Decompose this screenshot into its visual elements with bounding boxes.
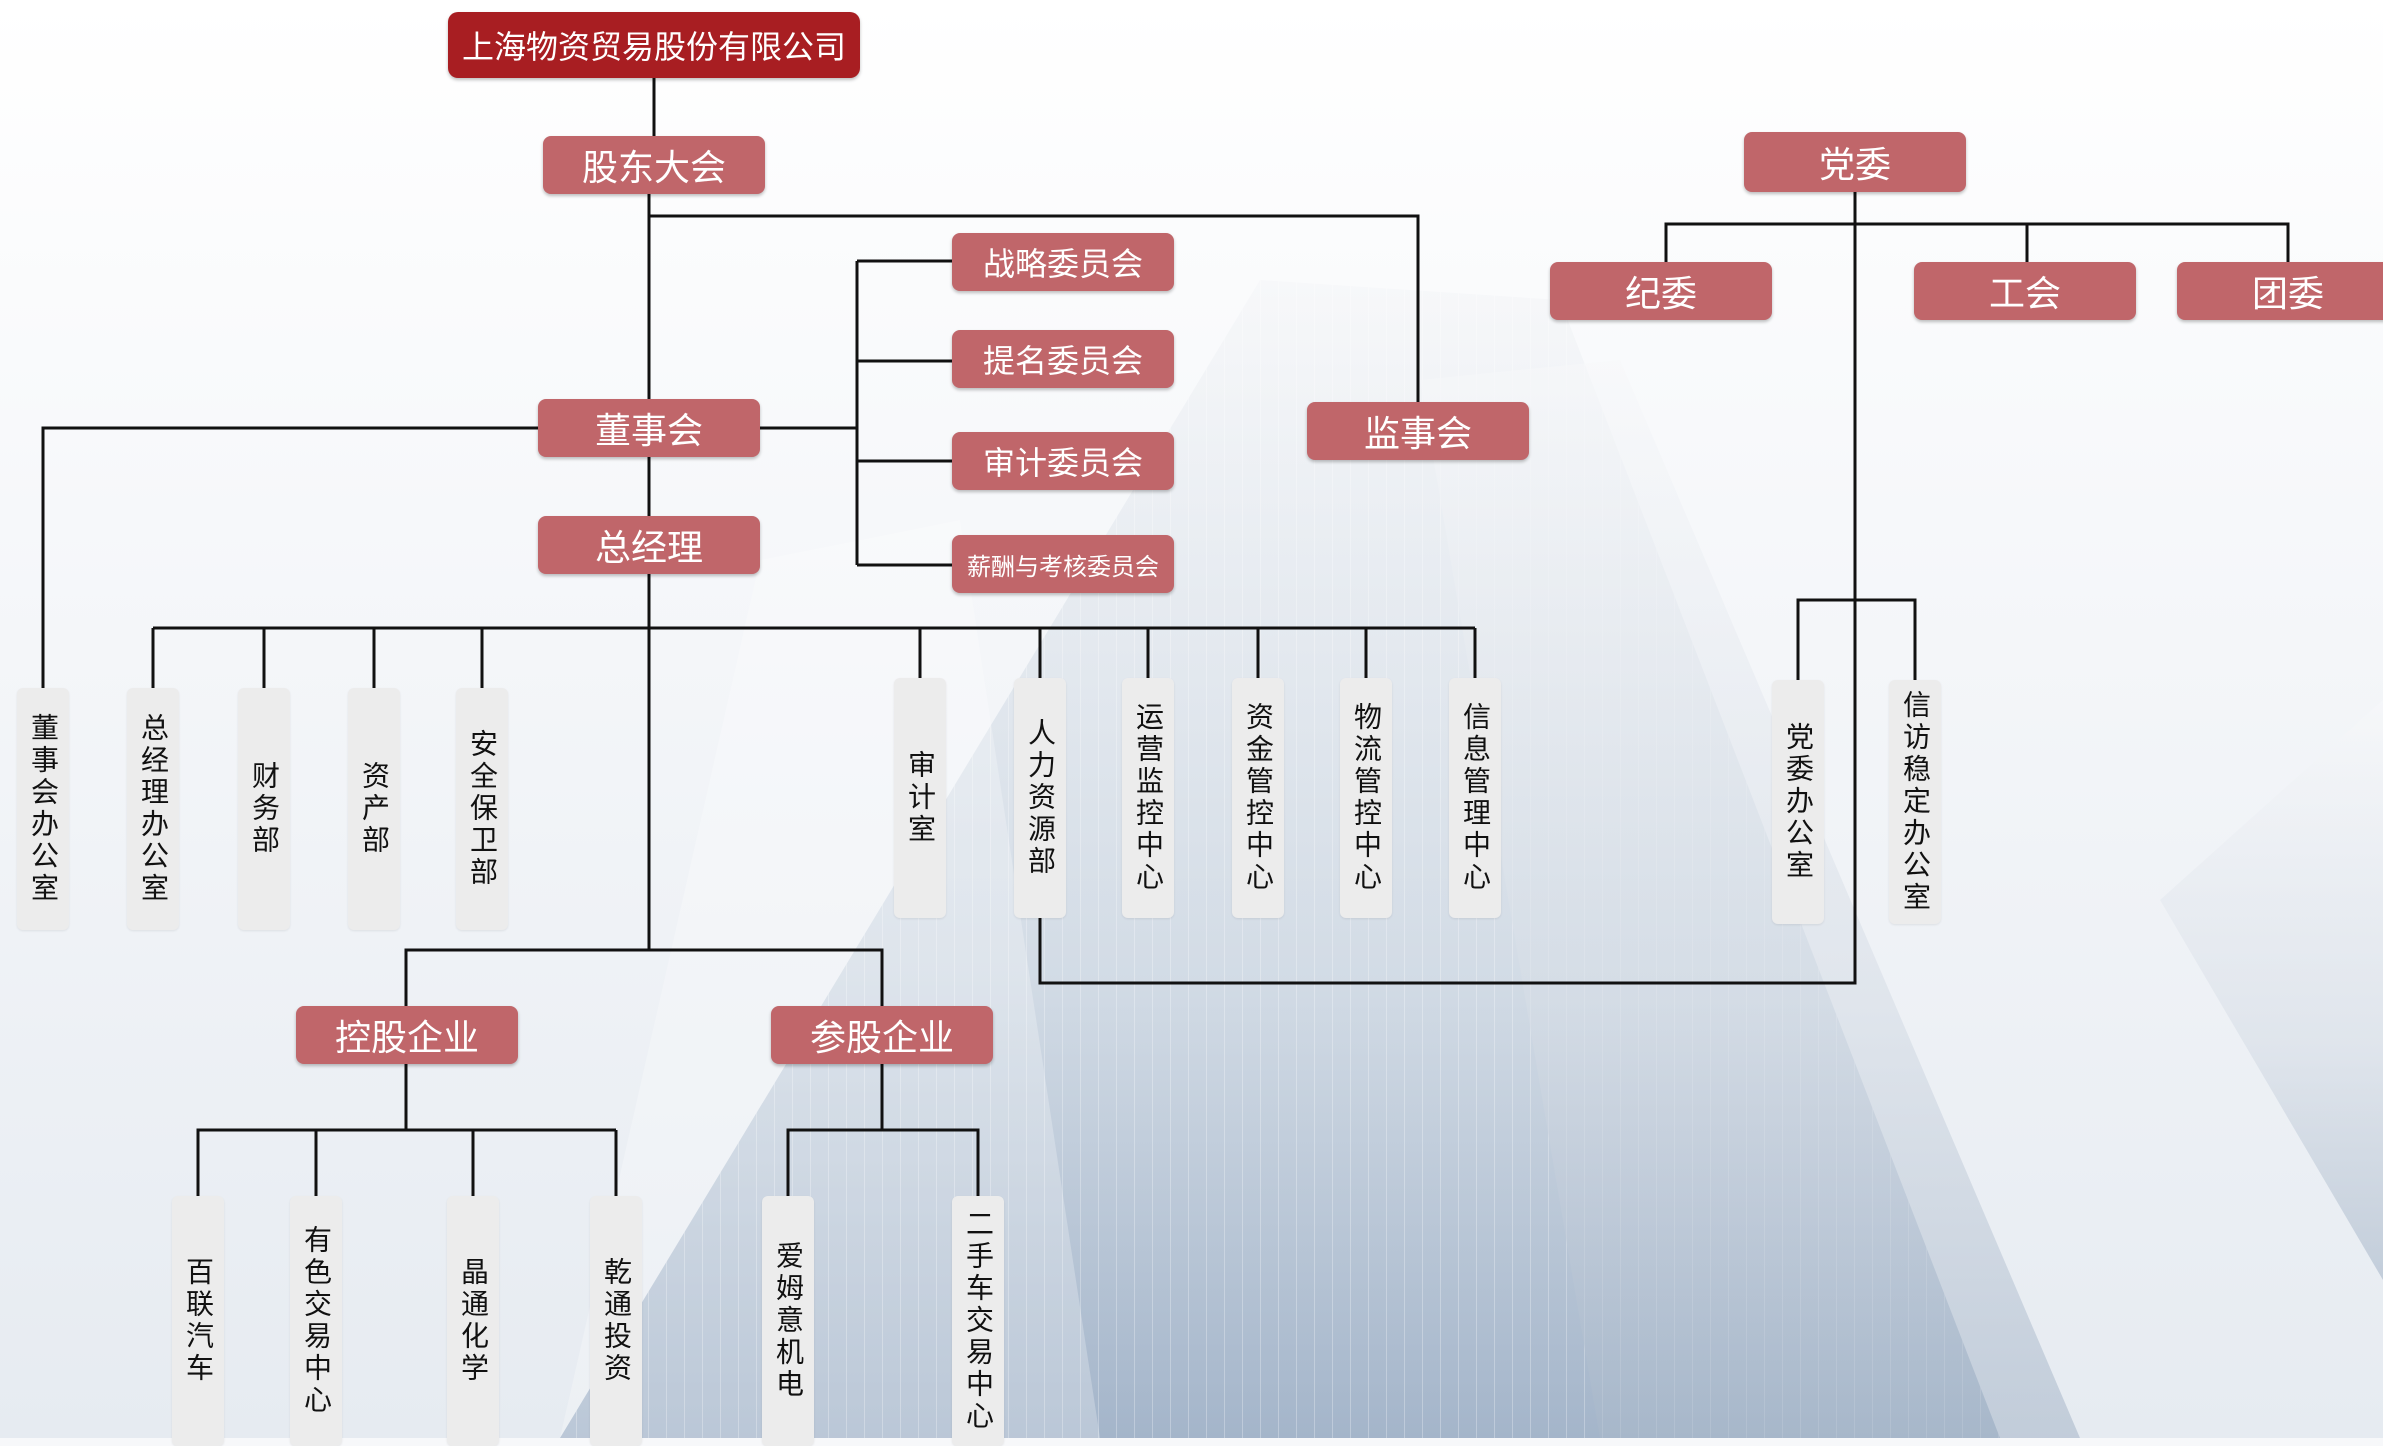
party-committee-label: 党委 [1818,145,1891,186]
committee-node: 薪酬与考核委员会 [952,535,1174,593]
company-node: 上海物资贸易股份有限公司 [448,12,860,78]
department-label: 资产部 [358,761,391,857]
department-node: 人力资源部 [1014,678,1066,918]
holding-company-node: 乾通投资 [590,1196,642,1446]
department-label: 资金管控中心 [1242,702,1275,894]
shareholders-label: 股东大会 [581,148,726,189]
holding-company-label: 乾通投资 [600,1257,633,1385]
committee-node: 战略委员会 [952,233,1174,291]
department-label: 审计室 [904,750,937,846]
party-branch-label: 工会 [1988,274,2061,315]
party-office-label: 信访稳定办公室 [1899,690,1932,914]
participating-company-node: 爱姆意机电 [762,1196,814,1446]
party-office-label: 党委办公室 [1782,722,1815,882]
holding-company-label: 晶通化学 [457,1257,490,1385]
holding-company-label: 百联汽车 [182,1257,215,1385]
holding-company-label: 有色交易中心 [300,1225,333,1417]
party-committee-node: 党委 [1744,132,1966,192]
committee-label: 薪酬与考核委员会 [967,552,1159,581]
department-label: 运营监控中心 [1132,702,1165,894]
supervisors-label: 监事会 [1363,414,1472,455]
department-node: 董事会办公室 [17,688,69,930]
party-branch-node: 纪委 [1550,262,1772,320]
department-node: 资产部 [348,688,400,930]
committee-label: 审计委员会 [982,444,1143,482]
holding-company-node: 晶通化学 [447,1196,499,1446]
gm-node: 总经理 [538,516,760,574]
department-node: 安全保卫部 [456,688,508,930]
participating-company-label: 二手车交易中心 [962,1209,995,1433]
party-branch-node: 团委 [2177,262,2383,320]
board-node: 董事会 [538,399,760,457]
committee-label: 提名委员会 [982,342,1143,380]
department-node: 信息管理中心 [1449,678,1501,918]
department-label: 董事会办公室 [27,713,60,905]
holding-label: 控股企业 [334,1018,479,1059]
holding-company-node: 百联汽车 [172,1196,224,1446]
party-branch-label: 团委 [2251,274,2324,315]
department-node: 运营监控中心 [1122,678,1174,918]
department-node: 审计室 [894,678,946,918]
holding-company-node: 有色交易中心 [290,1196,342,1446]
department-node: 物流管控中心 [1340,678,1392,918]
department-label: 信息管理中心 [1459,702,1492,894]
company-name: 上海物资贸易股份有限公司 [461,28,846,66]
gm-label: 总经理 [594,528,703,569]
party-office-node: 信访稳定办公室 [1889,680,1941,924]
participating-label: 参股企业 [809,1018,954,1059]
committee-label: 战略委员会 [982,245,1143,283]
supervisors-node: 监事会 [1307,402,1529,460]
party-branch-node: 工会 [1914,262,2136,320]
department-node: 总经理办公室 [127,688,179,930]
party-office-node: 党委办公室 [1772,680,1824,924]
department-label: 物流管控中心 [1350,702,1383,894]
department-label: 安全保卫部 [466,729,499,889]
department-node: 财务部 [238,688,290,930]
holding-node: 控股企业 [296,1006,518,1064]
board-label: 董事会 [594,411,703,452]
committee-node: 审计委员会 [952,432,1174,490]
committee-node: 提名委员会 [952,330,1174,388]
department-node: 资金管控中心 [1232,678,1284,918]
party-branch-label: 纪委 [1624,274,1697,315]
participating-node: 参股企业 [771,1006,993,1064]
department-label: 总经理办公室 [137,713,170,905]
participating-company-label: 爱姆意机电 [772,1241,805,1401]
department-label: 人力资源部 [1024,718,1057,878]
shareholders-node: 股东大会 [543,136,765,194]
participating-company-node: 二手车交易中心 [952,1196,1004,1446]
department-label: 财务部 [248,761,281,857]
